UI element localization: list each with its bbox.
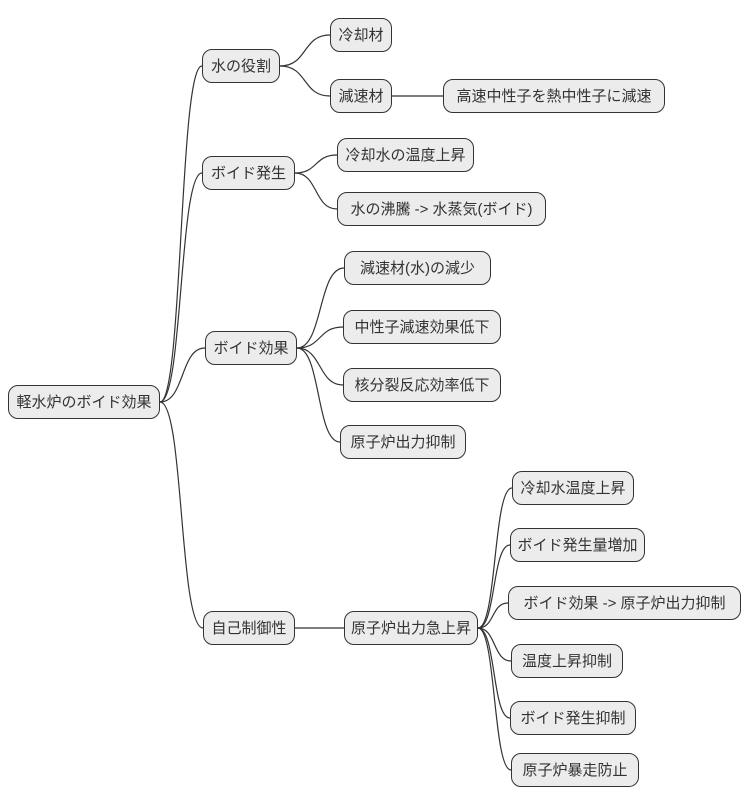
- edge-root-to-void-generation: [159, 172, 203, 403]
- edge-void-generation-to-water-boiling: [294, 172, 338, 210]
- mindmap-node-void-generation: ボイド発生: [202, 156, 295, 190]
- edge-output-surge-to-coolant-temp-up: [477, 487, 513, 629]
- mindmap-node-self-regulation: 自己制御性: [203, 611, 295, 645]
- mindmap-node-void-effect: ボイド効果: [205, 331, 297, 365]
- mindmap-node-temp-rise-suppress: 温度上昇抑制: [511, 644, 623, 678]
- mindmap-node-output-surge: 原子炉出力急上昇: [344, 611, 478, 645]
- edge-void-effect-to-fission-decline: [296, 347, 344, 386]
- mindmap-node-water-boiling: 水の沸騰 -> 水蒸気(ボイド): [337, 192, 546, 226]
- mindmap-node-output-suppression: 原子炉出力抑制: [340, 425, 466, 459]
- mindmap-node-void-to-suppression: ボイド効果 -> 原子炉出力抑制: [508, 586, 741, 620]
- mindmap-node-void-gen-suppress: ボイド発生抑制: [510, 701, 636, 735]
- mindmap-node-coolant-temp-rise: 冷却水の温度上昇: [337, 138, 474, 172]
- mindmap-node-fission-decline: 核分裂反応効率低下: [343, 368, 501, 402]
- edge-output-surge-to-temp-rise-suppress: [477, 627, 512, 662]
- edge-void-effect-to-output-suppression: [296, 347, 341, 443]
- edge-void-generation-to-coolant-temp-rise: [294, 154, 338, 174]
- edge-water-role-to-moderator: [279, 65, 331, 97]
- edge-water-role-to-coolant: [279, 34, 331, 67]
- mindmap-node-root: 軽水炉のボイド効果: [8, 385, 160, 419]
- edge-void-effect-to-slowdown-decline: [296, 326, 344, 349]
- edge-output-surge-to-void-amount-up: [477, 544, 511, 629]
- edge-void-effect-to-moderator-decrease: [296, 267, 345, 349]
- edge-root-to-void-effect: [159, 347, 206, 403]
- mindmap-node-runaway-prevention: 原子炉暴走防止: [511, 753, 639, 787]
- edge-output-surge-to-void-to-suppression: [477, 602, 509, 629]
- mindmap-node-moderator: 減速材: [330, 79, 392, 113]
- edge-root-to-self-regulation: [159, 401, 204, 629]
- edge-output-surge-to-void-gen-suppress: [477, 627, 511, 719]
- mindmap-node-coolant-temp-up: 冷却水温度上昇: [512, 471, 634, 505]
- mindmap-node-slowdown-decline: 中性子減速効果低下: [343, 310, 501, 344]
- mindmap-node-void-amount-up: ボイド発生量増加: [510, 528, 645, 562]
- edge-root-to-water-role: [159, 65, 203, 403]
- edge-output-surge-to-runaway-prevention: [477, 627, 512, 771]
- mindmap-node-water-role: 水の役割: [202, 49, 280, 83]
- mindmap-node-coolant: 冷却材: [330, 18, 392, 52]
- mindmap-node-moderator-decrease: 減速材(水)の減少: [344, 251, 491, 285]
- mindmap-node-neutron-slowdown: 高速中性子を熱中性子に減速: [443, 79, 665, 113]
